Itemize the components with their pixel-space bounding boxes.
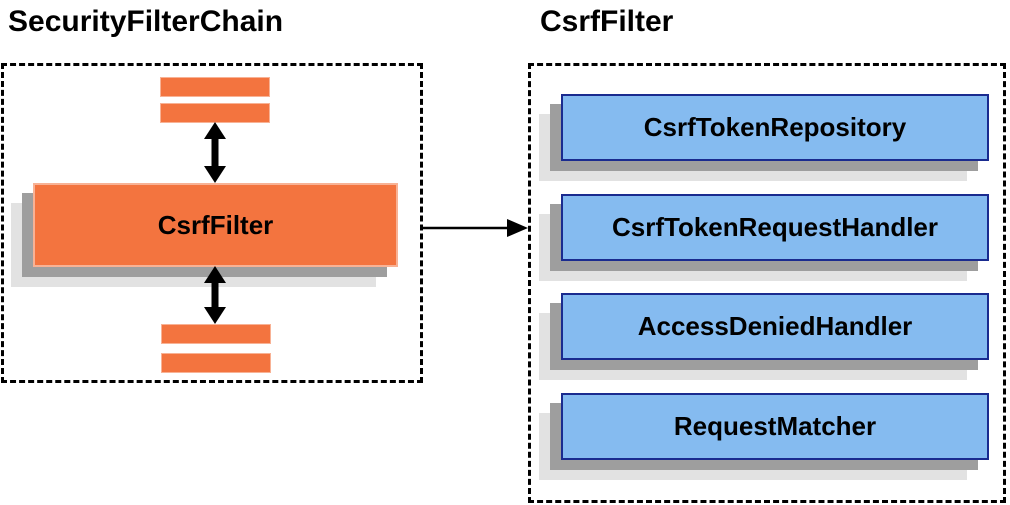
filter-placeholder-bar bbox=[160, 103, 270, 123]
component-label: AccessDeniedHandler bbox=[637, 311, 913, 341]
csrf-filter-title: CsrfFilter bbox=[540, 5, 674, 38]
filter-placeholder-bar bbox=[161, 353, 271, 373]
component-box-csrf-token-repository: CsrfTokenRepository bbox=[561, 94, 989, 161]
csrf-filter-box-label: CsrfFilter bbox=[157, 209, 274, 240]
filter-placeholder-bar bbox=[160, 77, 270, 97]
filter-placeholder-bar bbox=[161, 324, 271, 344]
component-label: RequestMatcher bbox=[673, 411, 877, 441]
double-arrow-icon bbox=[203, 122, 227, 183]
component-box-request-matcher: RequestMatcher bbox=[561, 393, 989, 460]
component-label: CsrfTokenRepository bbox=[643, 112, 907, 142]
csrf-filter-panel: CsrfTokenRepository CsrfTokenRequestHand… bbox=[528, 63, 1006, 503]
component-label: CsrfTokenRequestHandler bbox=[611, 212, 939, 242]
flow-arrow-icon bbox=[423, 216, 528, 240]
csrf-filter-box: CsrfFilter bbox=[33, 183, 398, 267]
component-box-access-denied-handler: AccessDeniedHandler bbox=[561, 293, 989, 360]
security-filter-chain-panel: CsrfFilter bbox=[1, 63, 423, 383]
double-arrow-icon bbox=[203, 266, 227, 324]
security-filter-chain-title: SecurityFilterChain bbox=[8, 5, 284, 38]
component-box-csrf-token-request-handler: CsrfTokenRequestHandler bbox=[561, 194, 989, 261]
